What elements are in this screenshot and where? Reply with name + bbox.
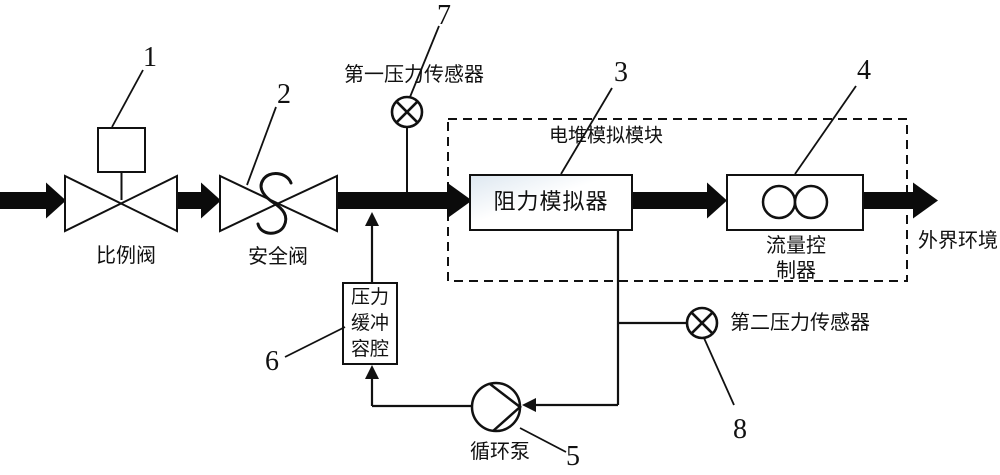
valve-right-triangle [118,174,178,233]
proportional-valve-symbol [64,127,178,233]
pipe-segment-to-flowctl [632,192,707,209]
pressure-buffer-label-line3: 容腔 [350,339,390,360]
valve-left-triangle [64,174,124,233]
pipe-arrow-to-flowctl [707,182,727,219]
pipe-segment-to-module [337,192,447,209]
resistance-simulator-label: 阻力模拟器 [493,188,609,214]
flow-controller-label-line1: 流量控 [766,235,826,257]
valve-right-triangle [275,174,338,233]
leader-line-4 [794,85,857,175]
leader-line-7 [409,25,440,98]
spring-s-mark [256,172,293,235]
ref-number-6: 6 [265,346,279,377]
pipe-arrow-outlet [913,182,938,219]
ref-number-5: 5 [566,441,580,472]
pressure-buffer-label-line2: 缓冲 [350,313,390,334]
leader-line-3 [560,87,613,175]
ref-number-7: 7 [437,0,451,31]
pipe-arrow-inlet [46,182,66,219]
leader-line-5 [519,427,567,453]
pressure-buffer-chamber-label: 压力 缓冲 容腔 [351,285,389,363]
external-environment-label: 外界环境 [918,230,998,252]
valve-left-triangle [219,174,281,233]
arrow-into-pump [522,398,536,412]
pressure-buffer-label-line1: 压力 [350,287,390,308]
pipe-arrow-between-valves [201,182,221,219]
pipe-segment-between-valves [177,192,201,209]
ref-number-8: 8 [733,414,747,445]
safety-valve-symbol [219,172,338,235]
safety-valve-label: 安全阀 [248,246,308,268]
flow-controller-symbol [726,174,864,231]
leader-line-2 [246,106,277,186]
ref-number-2: 2 [277,79,291,110]
resistance-simulator-box [469,174,633,231]
pressure-buffer-box [342,282,398,365]
proportional-valve-label: 比例阀 [96,245,156,267]
main-pipe [0,182,938,219]
flow-controller-label-line2: 制器 [776,260,816,282]
actuator-box [97,127,146,173]
pipe-segment-outlet [862,192,913,209]
first-pressure-sensor-label: 第一压力传感器 [344,64,484,86]
ref-number-1: 1 [143,42,157,73]
flow-controller-label: 流量控 制器 [766,234,826,284]
arrow-pump-to-buffer [365,365,379,379]
arrow-buffer-to-pipe [365,212,379,226]
leader-line-8 [703,337,735,406]
first-pressure-sensor-icon [390,95,424,129]
second-pressure-sensor-icon [685,306,719,340]
circulation-pump-label: 循环泵 [470,441,530,463]
circulation-pump-icon [470,381,522,433]
flow-controller-left-circle [761,184,797,220]
ref-number-3: 3 [614,57,628,88]
leader-lines [111,25,857,453]
flow-controller-right-circle [793,184,829,220]
ref-number-4: 4 [857,55,871,86]
second-pressure-sensor-label: 第二压力传感器 [730,312,870,334]
leader-line-1 [111,69,144,128]
leader-line-6 [284,326,346,358]
stack-simulation-module-label: 电堆模拟模块 [548,125,664,147]
pipe-segment-inlet [0,192,46,209]
pipe-arrow-to-module [447,182,472,219]
